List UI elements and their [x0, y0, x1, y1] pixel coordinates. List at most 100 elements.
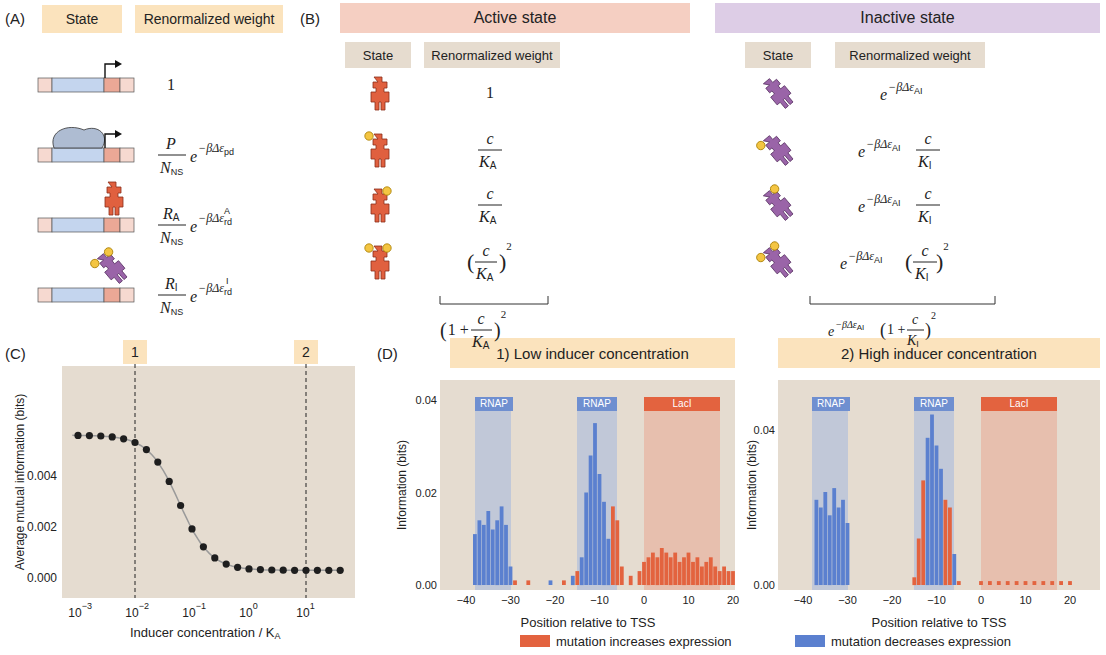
label-text: 10	[682, 595, 694, 606]
box-text: Renormalized weight	[144, 12, 275, 26]
box-text: RNAP	[817, 399, 845, 409]
label-text: −10	[927, 595, 946, 606]
information-bar	[584, 493, 588, 586]
data-point	[97, 432, 104, 439]
information-bar	[504, 525, 508, 585]
information-bar	[722, 567, 726, 586]
information-bar	[713, 567, 717, 586]
information-bar	[997, 581, 1001, 585]
label-text: 0.04	[416, 395, 437, 406]
information-bar	[571, 576, 575, 585]
information-bar	[841, 500, 845, 585]
math-symbol: e	[858, 199, 865, 215]
label-text: 0.004	[27, 470, 57, 482]
information-bar	[482, 525, 486, 585]
drawing-part	[105, 182, 123, 215]
information-bar	[647, 557, 651, 585]
information-bar	[939, 469, 943, 585]
math-symbol: 1 +	[448, 322, 469, 338]
data-point	[302, 567, 309, 574]
drawing-part	[755, 129, 796, 172]
information-bar	[1033, 581, 1037, 585]
information-bar	[629, 576, 633, 585]
drawing-part	[38, 218, 134, 232]
math-symbol: R	[163, 206, 173, 222]
drawing-part	[914, 411, 954, 590]
drawing-part	[38, 218, 134, 232]
header-box: State	[42, 5, 122, 33]
drawing-part	[383, 244, 391, 252]
math-symbol: )	[499, 251, 506, 273]
label-text: A	[490, 216, 497, 226]
label-text: −30	[501, 595, 520, 606]
information-bar	[828, 515, 832, 585]
data-point	[291, 567, 298, 574]
label-text: 1	[310, 602, 315, 611]
math-symbol: K	[479, 154, 490, 170]
column-header: State	[345, 42, 411, 68]
box-text: Active state	[474, 10, 557, 26]
data-point	[325, 567, 332, 574]
information-bar	[509, 567, 513, 586]
math-symbol: −βΔε	[198, 212, 224, 224]
box-text: LacI	[1010, 399, 1029, 409]
panel-header: 2) High inducer concentration	[778, 338, 1100, 368]
information-bar	[948, 508, 952, 586]
label-text: NS	[171, 308, 184, 317]
site-label: RNAP	[577, 397, 617, 411]
math-symbol: c	[912, 313, 918, 327]
drawing-part	[478, 205, 502, 206]
information-bar	[917, 539, 921, 586]
math-symbol: c	[924, 186, 931, 202]
data-point	[109, 433, 116, 440]
math-symbol: e	[190, 289, 197, 305]
drawing-part	[158, 295, 186, 296]
information-bar	[642, 562, 646, 585]
legend-text: mutation decreases expression	[831, 635, 1011, 648]
math-symbol: −βΔε	[848, 250, 874, 262]
label-text: AI	[914, 87, 923, 96]
label-text: −2	[139, 602, 149, 611]
drawing-part	[644, 411, 720, 590]
information-bar	[979, 581, 983, 585]
box-text: State	[363, 49, 393, 62]
drawing-part	[755, 252, 767, 264]
drawing-part	[38, 127, 134, 162]
math-symbol: 2	[931, 311, 936, 321]
information-bar	[669, 557, 673, 585]
drawing-part	[38, 78, 134, 92]
information-bar	[620, 567, 624, 586]
information-bar	[580, 557, 584, 585]
label-text: 0.00	[754, 580, 775, 591]
information-bar	[602, 502, 606, 585]
column-header: Renormalized weight	[424, 42, 560, 68]
information-bar	[526, 580, 530, 585]
label-text: A	[487, 273, 494, 283]
legend-swatch	[520, 635, 550, 647]
math-symbol: c	[477, 311, 484, 327]
information-bar	[1041, 581, 1045, 585]
math-symbol: e	[840, 256, 847, 272]
box-text: Renormalized weight	[849, 49, 970, 62]
information-bar	[1059, 581, 1063, 585]
drawing-part	[306, 364, 307, 598]
data-point	[120, 435, 127, 442]
label-text: 0	[253, 602, 258, 611]
math-symbol: 1	[167, 77, 175, 93]
information-bar	[837, 508, 841, 586]
information-bar	[709, 557, 713, 585]
legend-text: mutation increases expression	[556, 635, 732, 648]
information-bar	[478, 520, 482, 585]
label-text: Information (bits)	[396, 440, 408, 530]
data-point	[154, 459, 161, 466]
information-bar	[957, 581, 961, 585]
drawing-part	[383, 187, 391, 195]
label-text: −1	[196, 602, 206, 611]
information-bar	[1015, 581, 1019, 585]
information-bar	[473, 534, 477, 585]
information-bar	[700, 567, 704, 586]
math-symbol: N	[160, 160, 171, 176]
label-text: −10	[590, 595, 609, 606]
data-point	[245, 565, 252, 572]
label-text: (C)	[5, 346, 26, 361]
